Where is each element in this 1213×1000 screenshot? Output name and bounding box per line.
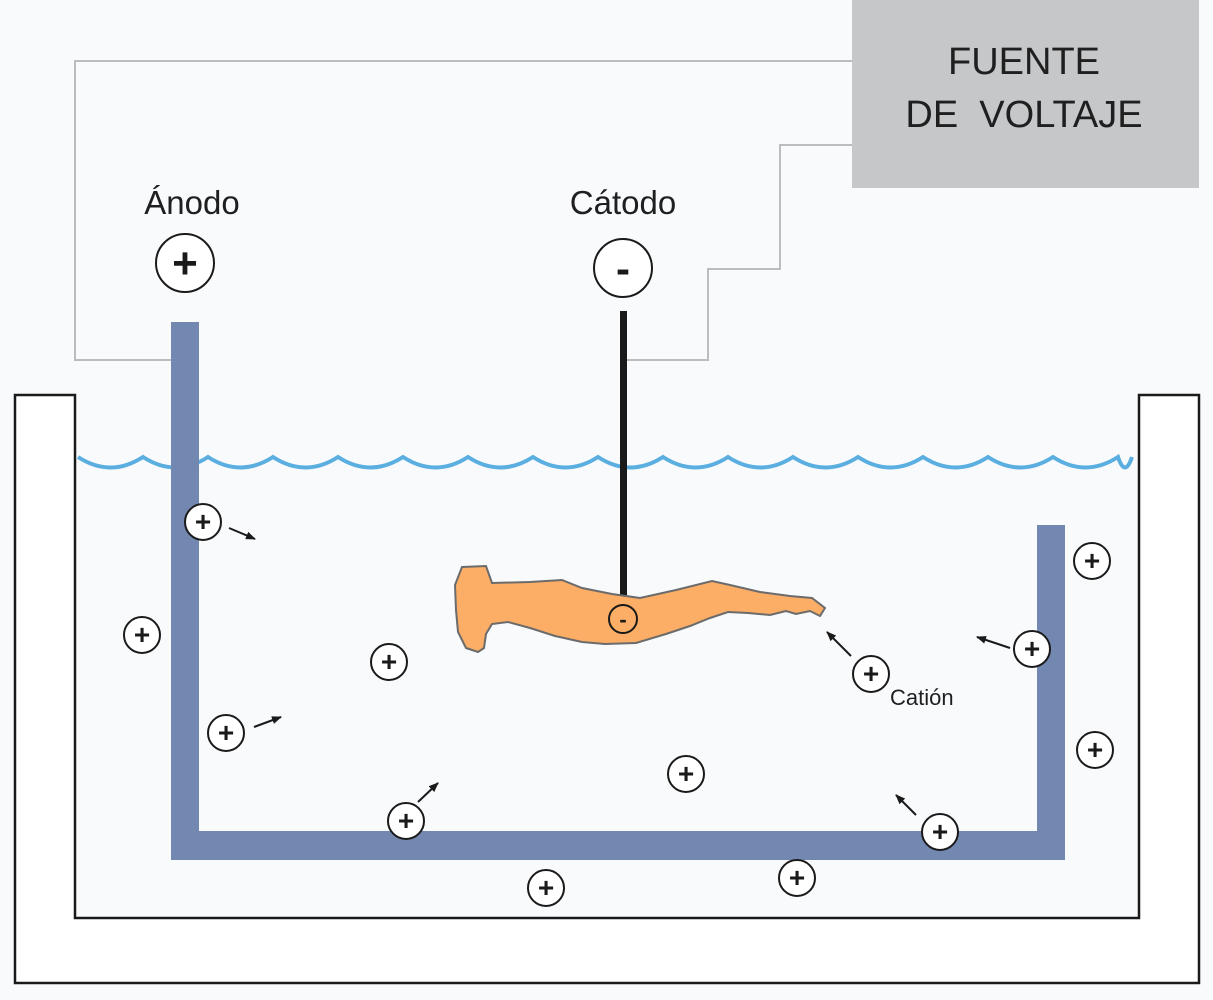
cation-ion: + xyxy=(778,859,816,897)
cation-sign: + xyxy=(789,862,805,893)
cathode-label: Cátodo xyxy=(570,184,676,221)
plated-object xyxy=(453,564,827,654)
cation-circle xyxy=(387,802,425,840)
cation-sign: + xyxy=(678,758,694,789)
cation-arrow xyxy=(417,782,439,803)
cathode-terminal-circle xyxy=(593,238,653,298)
power-supply: FUENTE DE VOLTAJE xyxy=(852,0,1199,188)
anode-plate xyxy=(171,322,1065,860)
power-supply-label-line2: DE VOLTAJE xyxy=(905,94,1142,136)
cation-sign: + xyxy=(195,506,211,537)
cation-circle xyxy=(1076,731,1114,769)
cation-circle xyxy=(370,643,408,681)
anode-label: Ánodo xyxy=(144,184,239,221)
cation-arrow xyxy=(228,527,256,540)
cation-sign: + xyxy=(381,646,397,677)
cation-circle xyxy=(852,655,890,693)
cation-ion: + xyxy=(1073,542,1111,580)
cation-circle xyxy=(207,714,245,752)
cation-sign: + xyxy=(1087,734,1103,765)
cation-arrow xyxy=(253,716,282,728)
anode-label-group: Ánodo + xyxy=(144,184,240,293)
cation-ion: + xyxy=(1013,630,1051,668)
cation-sign: + xyxy=(932,816,948,847)
cation-sign: + xyxy=(1024,633,1040,664)
cation-ion: + xyxy=(207,714,245,752)
anode-terminal-circle xyxy=(155,233,215,293)
power-supply-box xyxy=(852,0,1199,188)
cation-sign: + xyxy=(1084,545,1100,576)
cation-arrow xyxy=(895,794,917,816)
cations: + + + + + + + + + + + + + xyxy=(123,503,1114,907)
object-charge: - xyxy=(608,604,638,634)
cation-arrow xyxy=(976,636,1011,649)
outer-tank xyxy=(13,393,1201,985)
water-surface xyxy=(76,453,1134,470)
cation-ion: + xyxy=(667,755,705,793)
cation-circle xyxy=(1073,542,1111,580)
cation-ion: + xyxy=(852,655,890,693)
cation-sign: + xyxy=(134,619,150,650)
cation-ion: + xyxy=(527,869,565,907)
cation-circle xyxy=(1013,630,1051,668)
cation-ion: + xyxy=(370,643,408,681)
cathode-label-group: Cátodo - xyxy=(570,184,676,298)
cation-circle xyxy=(184,503,222,541)
wires xyxy=(74,60,852,361)
cation-circle xyxy=(778,859,816,897)
cation-circle xyxy=(667,755,705,793)
cation-ion: + xyxy=(387,802,425,840)
cathode-rod xyxy=(620,311,627,611)
cation-circle xyxy=(921,813,959,851)
cation-sign: + xyxy=(218,717,234,748)
cation-sign: + xyxy=(863,658,879,689)
anode-terminal-sign: + xyxy=(172,239,198,288)
cation-arrow xyxy=(826,631,852,657)
cathode-wire xyxy=(624,144,852,361)
cation-circle xyxy=(123,616,161,654)
cation-circle xyxy=(527,869,565,907)
anode-wire xyxy=(74,60,852,361)
cation-sign: + xyxy=(538,872,554,903)
cation-ion: + xyxy=(1076,731,1114,769)
cation-ion: + xyxy=(184,503,222,541)
cation-arrows xyxy=(228,527,1011,816)
cathode-terminal-sign: - xyxy=(616,245,630,292)
power-supply-label-line1: FUENTE xyxy=(948,41,1100,83)
object-charge-circle xyxy=(608,604,638,634)
cation-ion: + xyxy=(921,813,959,851)
object-charge-sign: - xyxy=(619,607,626,632)
cation-sign: + xyxy=(398,805,414,836)
cation-label: Catión xyxy=(890,685,954,710)
cation-ion: + xyxy=(123,616,161,654)
